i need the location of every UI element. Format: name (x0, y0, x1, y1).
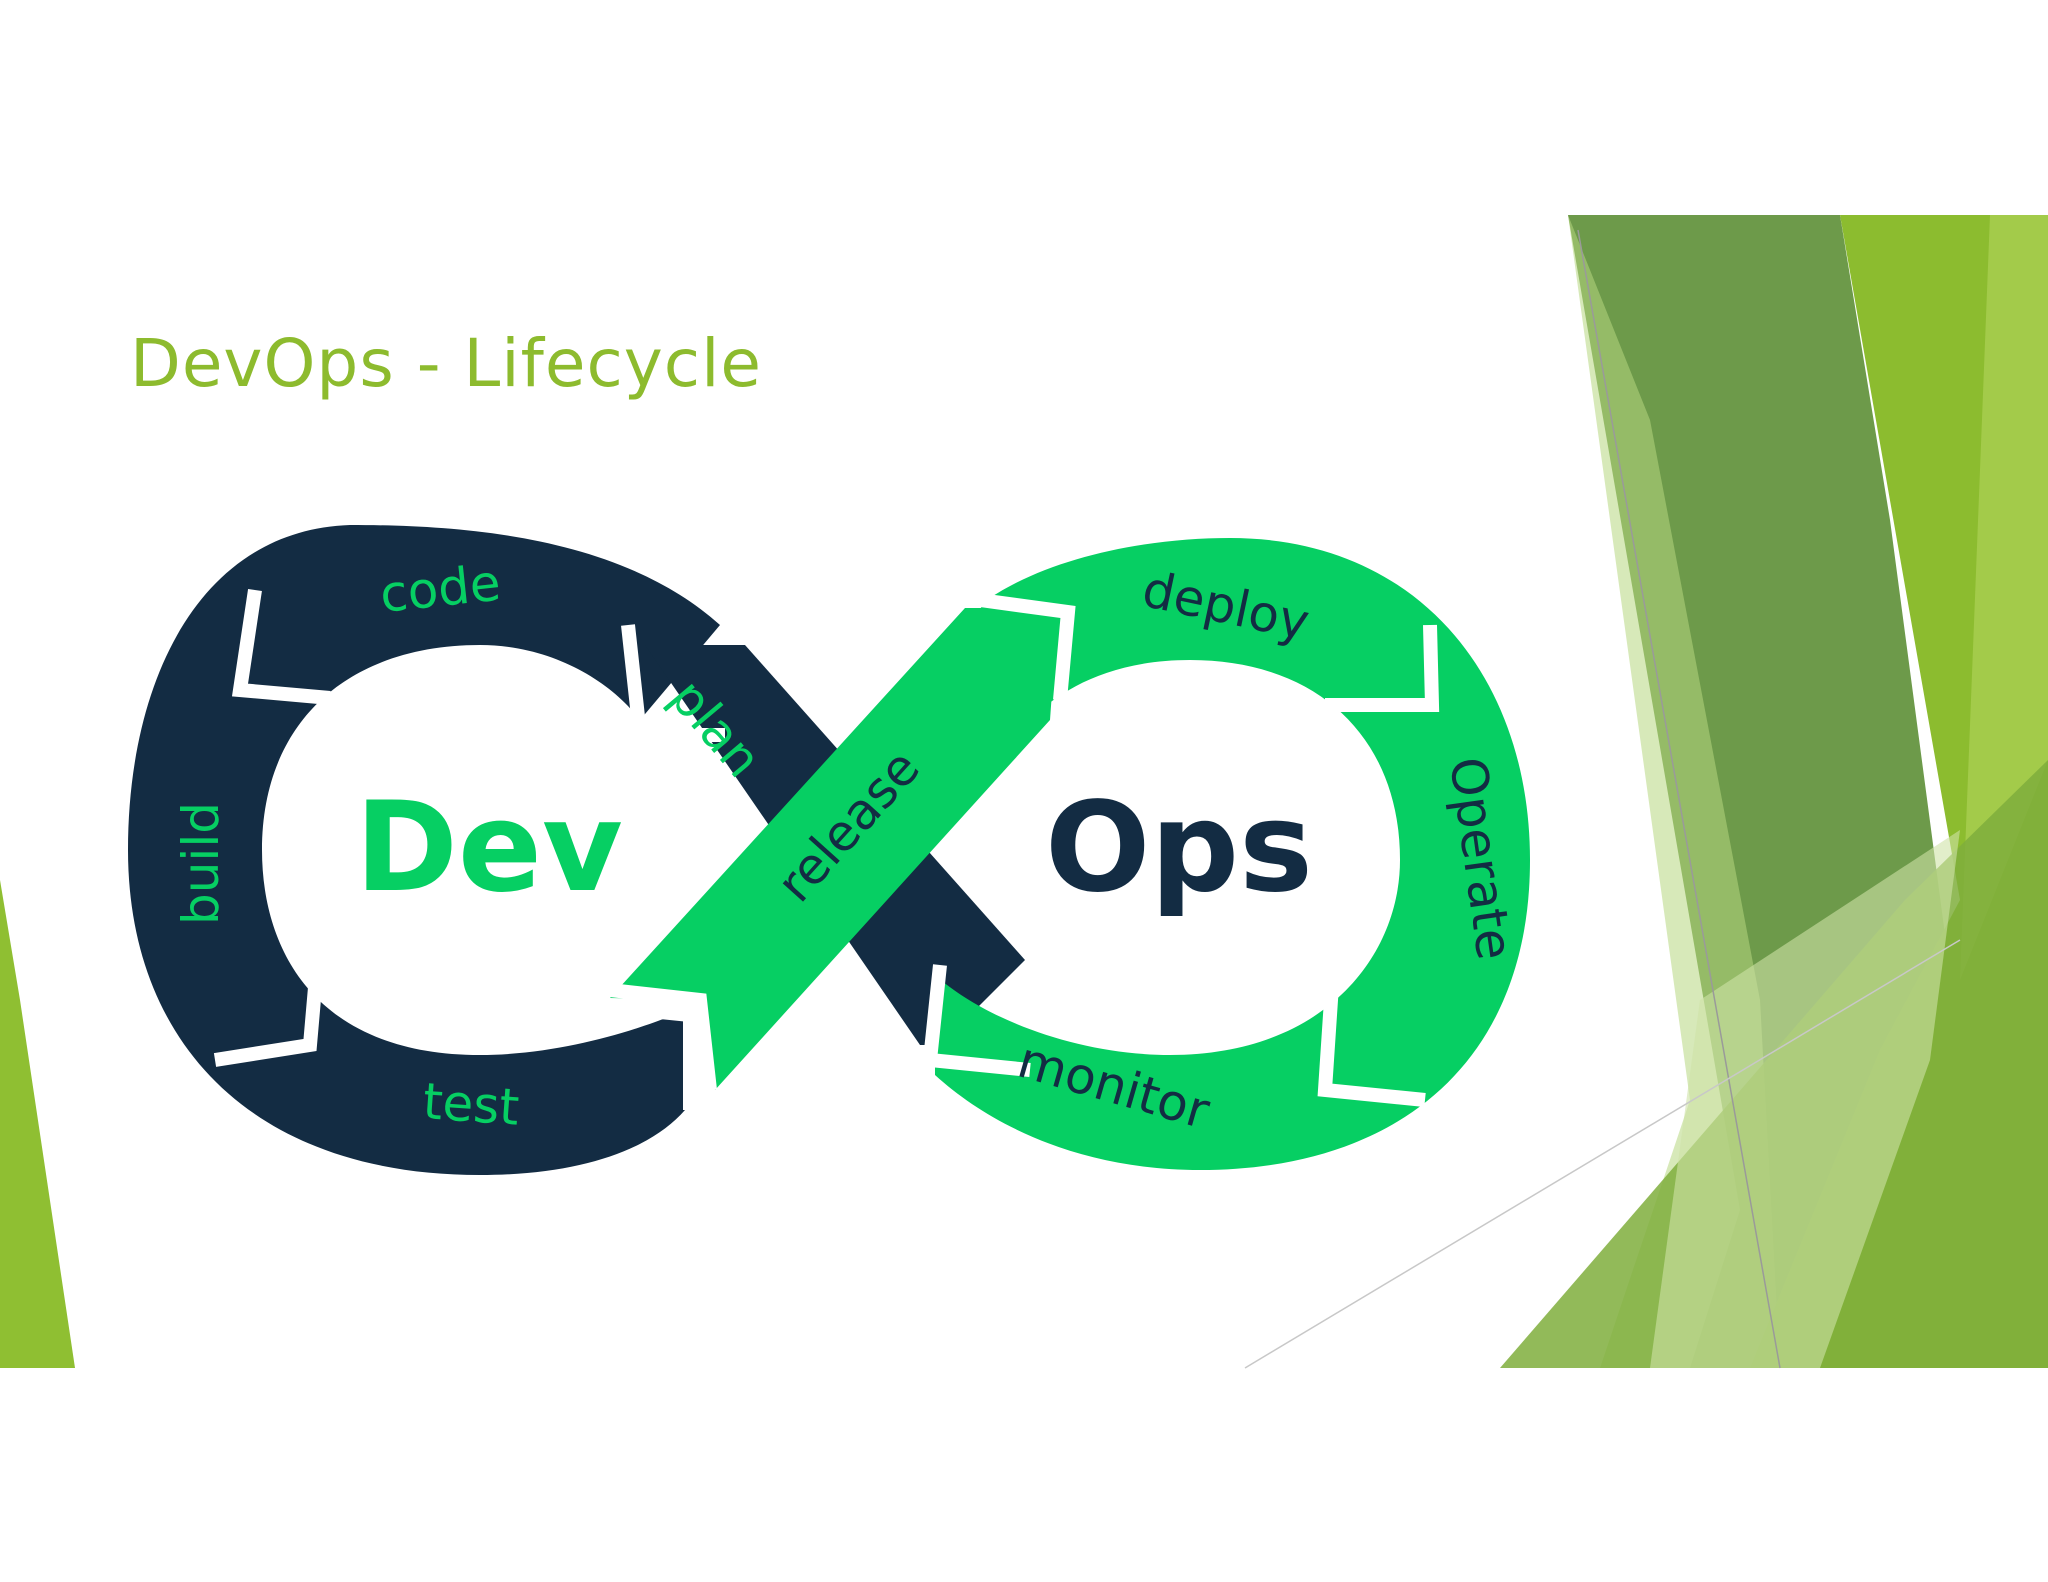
thin-line-1 (1577, 229, 1781, 1369)
ops-arrow-gap-1 (979, 593, 1076, 701)
slide-title: DevOps - Lifecycle (130, 325, 763, 402)
ops-loop (609, 538, 1530, 1170)
ops-arrow-gap-5 (609, 983, 717, 1091)
dev-arrow-gap-4 (589, 998, 697, 1110)
ops-arrow-gap-4 (922, 964, 1031, 1077)
dev-arrow-gap-2 (621, 624, 725, 742)
dev-arrow-gap-3 (213, 929, 327, 1067)
stage-test: test (421, 1072, 521, 1137)
thin-line-2 (1244, 939, 1961, 1369)
ops-center-label: Ops (1045, 776, 1313, 920)
ops-arrow-gap-2 (1325, 624, 1440, 712)
stage-code: code (377, 554, 503, 624)
ops-ring-segment (935, 538, 1530, 1170)
dev-arrow-gap-1 (231, 588, 331, 705)
dev-center-label: Dev (355, 776, 623, 920)
right-pale-triangle (1650, 830, 1960, 1368)
left-green-sliver (0, 880, 75, 1368)
ops-arrow-gap-3 (1317, 984, 1426, 1107)
stage-build: build (172, 802, 230, 925)
ops-release-band (610, 608, 1058, 1090)
